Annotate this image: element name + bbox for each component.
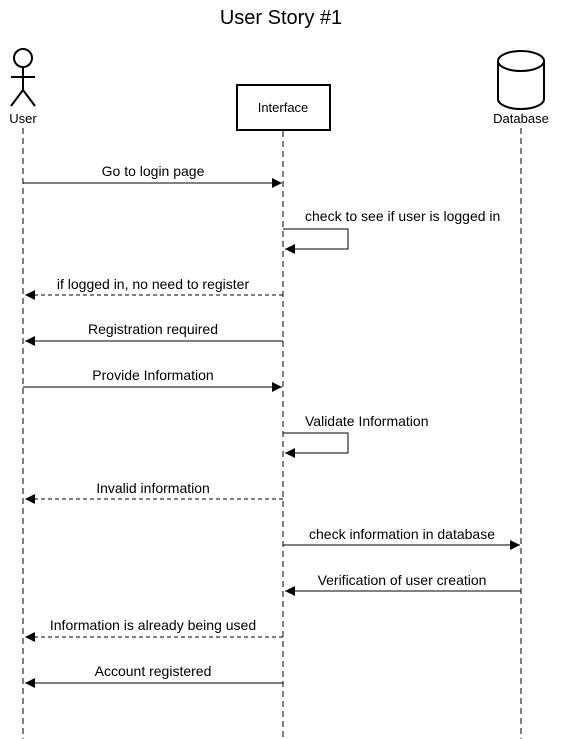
message-arrow: check information in database [283,526,520,550]
message-arrow: Verification of user creation [285,572,521,596]
message-label: Provide Information [92,367,213,383]
participant-user-label: User [9,111,37,126]
database-cylinder-icon [497,50,545,110]
message-arrow: Registration required [25,321,283,346]
participant-interface-box [236,84,331,131]
message-label: Registration required [88,321,218,337]
return-message-arrow: Information is already being used [25,617,283,642]
message-label: check to see if user is logged in [305,208,500,224]
message-arrow: Account registered [25,663,283,688]
return-message-arrow: Invalid information [25,480,283,504]
participant-interface-label: Interface [258,100,309,115]
self-message-arrow: check to see if user is logged in [283,208,500,254]
diagram-title: User Story #1 [220,7,342,29]
participant-database-label: Database [493,111,549,126]
message-label: check information in database [309,526,495,542]
message-label: if logged in, no need to register [57,276,250,292]
message-arrow: Go to login page [23,163,282,188]
message-label: Go to login page [102,163,205,179]
actor-stick-figure-icon [10,48,36,107]
message-label: Verification of user creation [318,572,487,588]
message-label: Account registered [95,663,212,679]
message-arrow: Provide Information [23,367,282,392]
message-label: Validate Information [305,413,428,429]
return-message-arrow: if logged in, no need to register [25,276,283,300]
message-label: Information is already being used [50,617,256,633]
message-label: Invalid information [96,480,210,496]
self-message-arrow: Validate Information [283,413,428,458]
